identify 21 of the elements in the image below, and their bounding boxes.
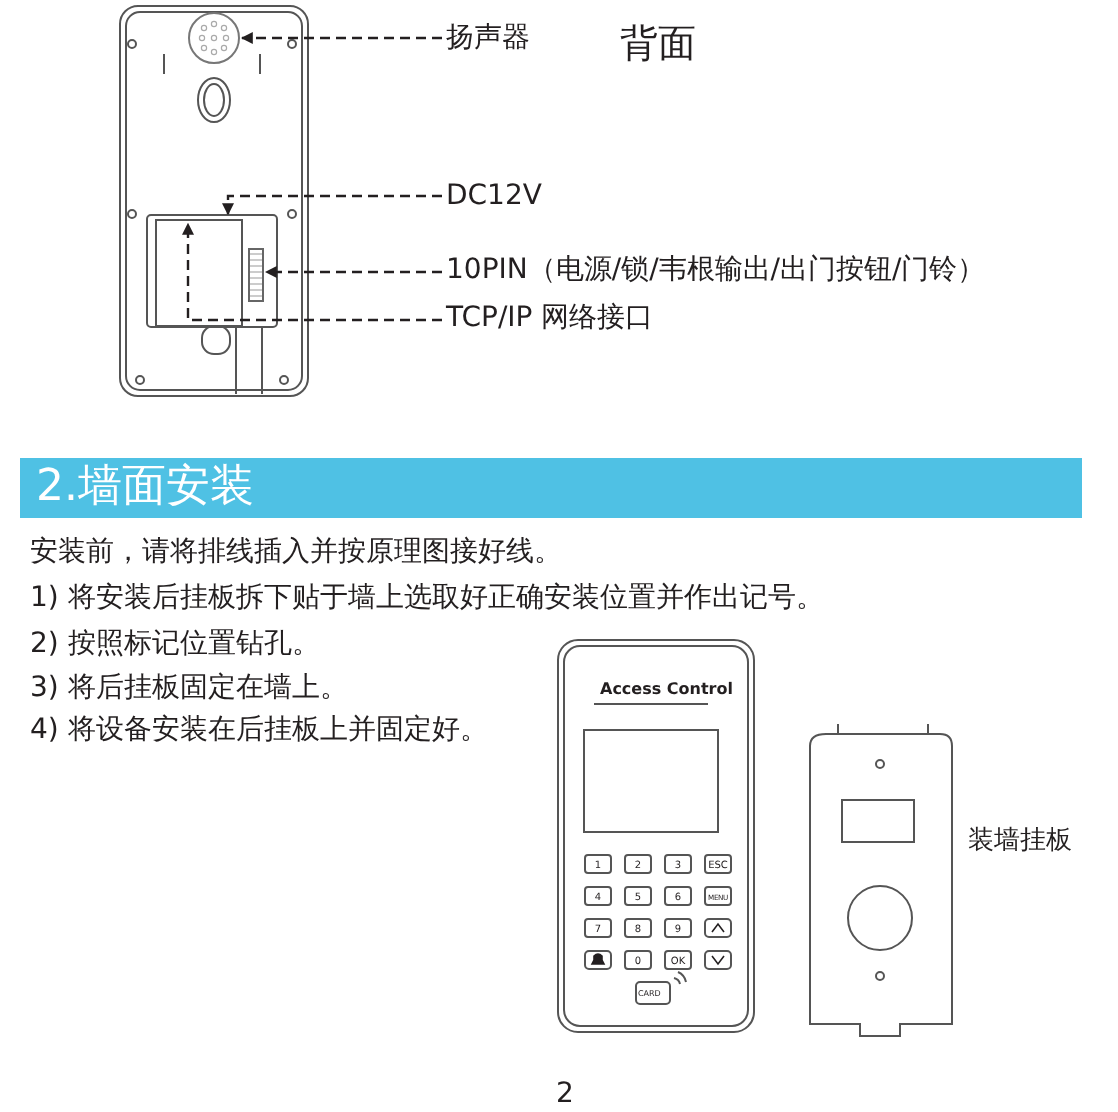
plate-caption: 装墙挂板 — [968, 824, 1072, 858]
leader-label: 10PIN（电源/锁/韦根输出/出门按钮/门铃） — [446, 252, 986, 288]
section-heading: 2.墙面安装 — [20, 458, 1082, 518]
speaker-grille — [188, 12, 240, 64]
pin-connector — [248, 248, 264, 302]
leader-label: TCP/IP 网络接口 — [446, 300, 654, 336]
leader-line — [240, 32, 442, 44]
leader-line — [182, 222, 442, 322]
wiring-panel — [146, 214, 278, 328]
instruction-text: 2) 按照标记位置钻孔。 — [30, 626, 320, 662]
instruction-text: 安装前，请将排线插入并按原理图接好线。 — [30, 534, 562, 570]
leader-label: 扬声器 — [446, 20, 530, 56]
device-label: Access Control — [600, 680, 733, 700]
view-caption: 背面 — [620, 20, 696, 68]
instruction-text: 3) 将后挂板固定在墙上。 — [30, 670, 348, 706]
leader-line — [222, 194, 442, 216]
instruction-text: 4) 将设备安装在后挂板上并固定好。 — [30, 712, 488, 748]
instruction-text: 1) 将安装后挂板拆下贴于墙上选取好正确安装位置并作出记号。 — [30, 580, 824, 616]
leader-line — [264, 266, 442, 278]
leader-label: DC12V — [446, 178, 542, 214]
page-number: 2 — [556, 1076, 574, 1112]
